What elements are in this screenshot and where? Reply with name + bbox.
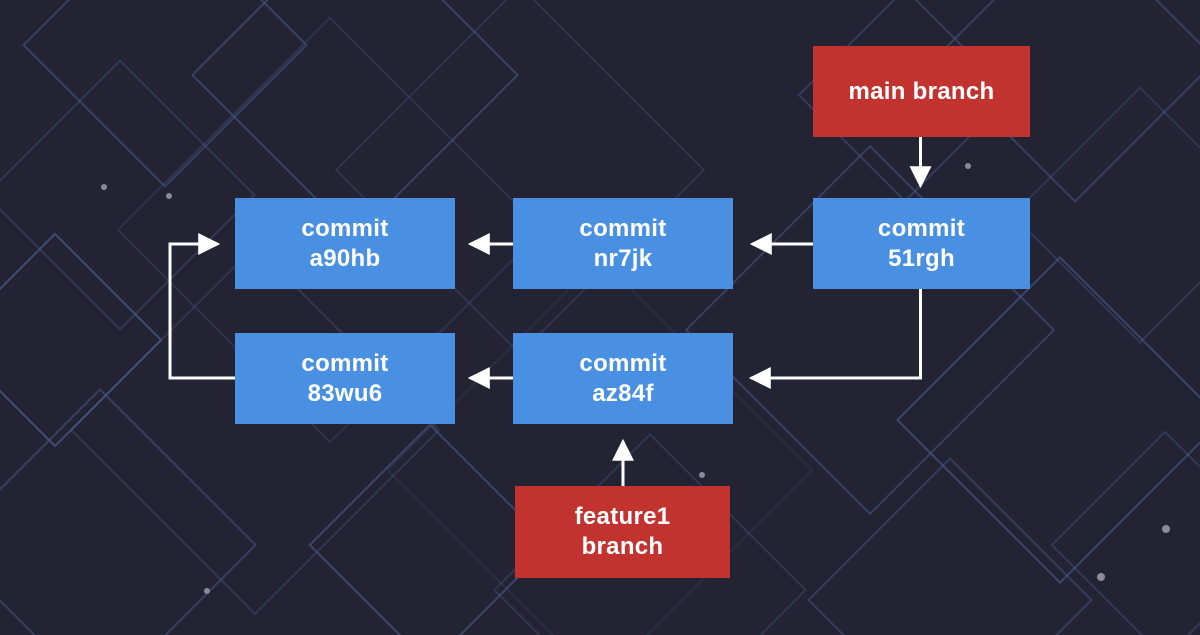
main-branch-label: main branch (848, 77, 995, 105)
commit-a90hb-label-line1: commit (301, 214, 389, 242)
commit-a90hb-label-line2: a90hb (309, 244, 381, 272)
commit-83wu6-node: commit 83wu6 (235, 333, 455, 424)
commit-nr7jk-node: commit nr7jk (513, 198, 733, 289)
commit-83wu6-label-line2: 83wu6 (307, 379, 383, 407)
edge-commit-51rgh-to-commit-az84f (748, 289, 922, 389)
commit-az84f-node: commit az84f (513, 333, 733, 424)
commit-51rgh-label-line2: 51rgh (888, 244, 955, 272)
edge-commit-83wu6-to-commit-a90hb (168, 233, 235, 380)
commit-nr7jk-label-line1: commit (579, 214, 667, 242)
commit-51rgh-node: commit 51rgh (813, 198, 1030, 289)
commit-51rgh-label-line1: commit (877, 214, 966, 242)
feature1-branch-node: feature1 branch (515, 486, 730, 578)
main-branch-node: main branch (813, 46, 1030, 137)
commit-83wu6-label-line1: commit (301, 349, 389, 377)
feature1-branch-label-line1: feature1 (574, 503, 671, 530)
commit-az84f-label-line2: az84f (592, 379, 654, 407)
commit-nr7jk-label-line2: nr7jk (593, 244, 653, 272)
commit-az84f-label-line1: commit (579, 349, 667, 377)
commit-a90hb-node: commit a90hb (235, 198, 455, 289)
feature1-branch-label-line2: branch (581, 533, 664, 560)
